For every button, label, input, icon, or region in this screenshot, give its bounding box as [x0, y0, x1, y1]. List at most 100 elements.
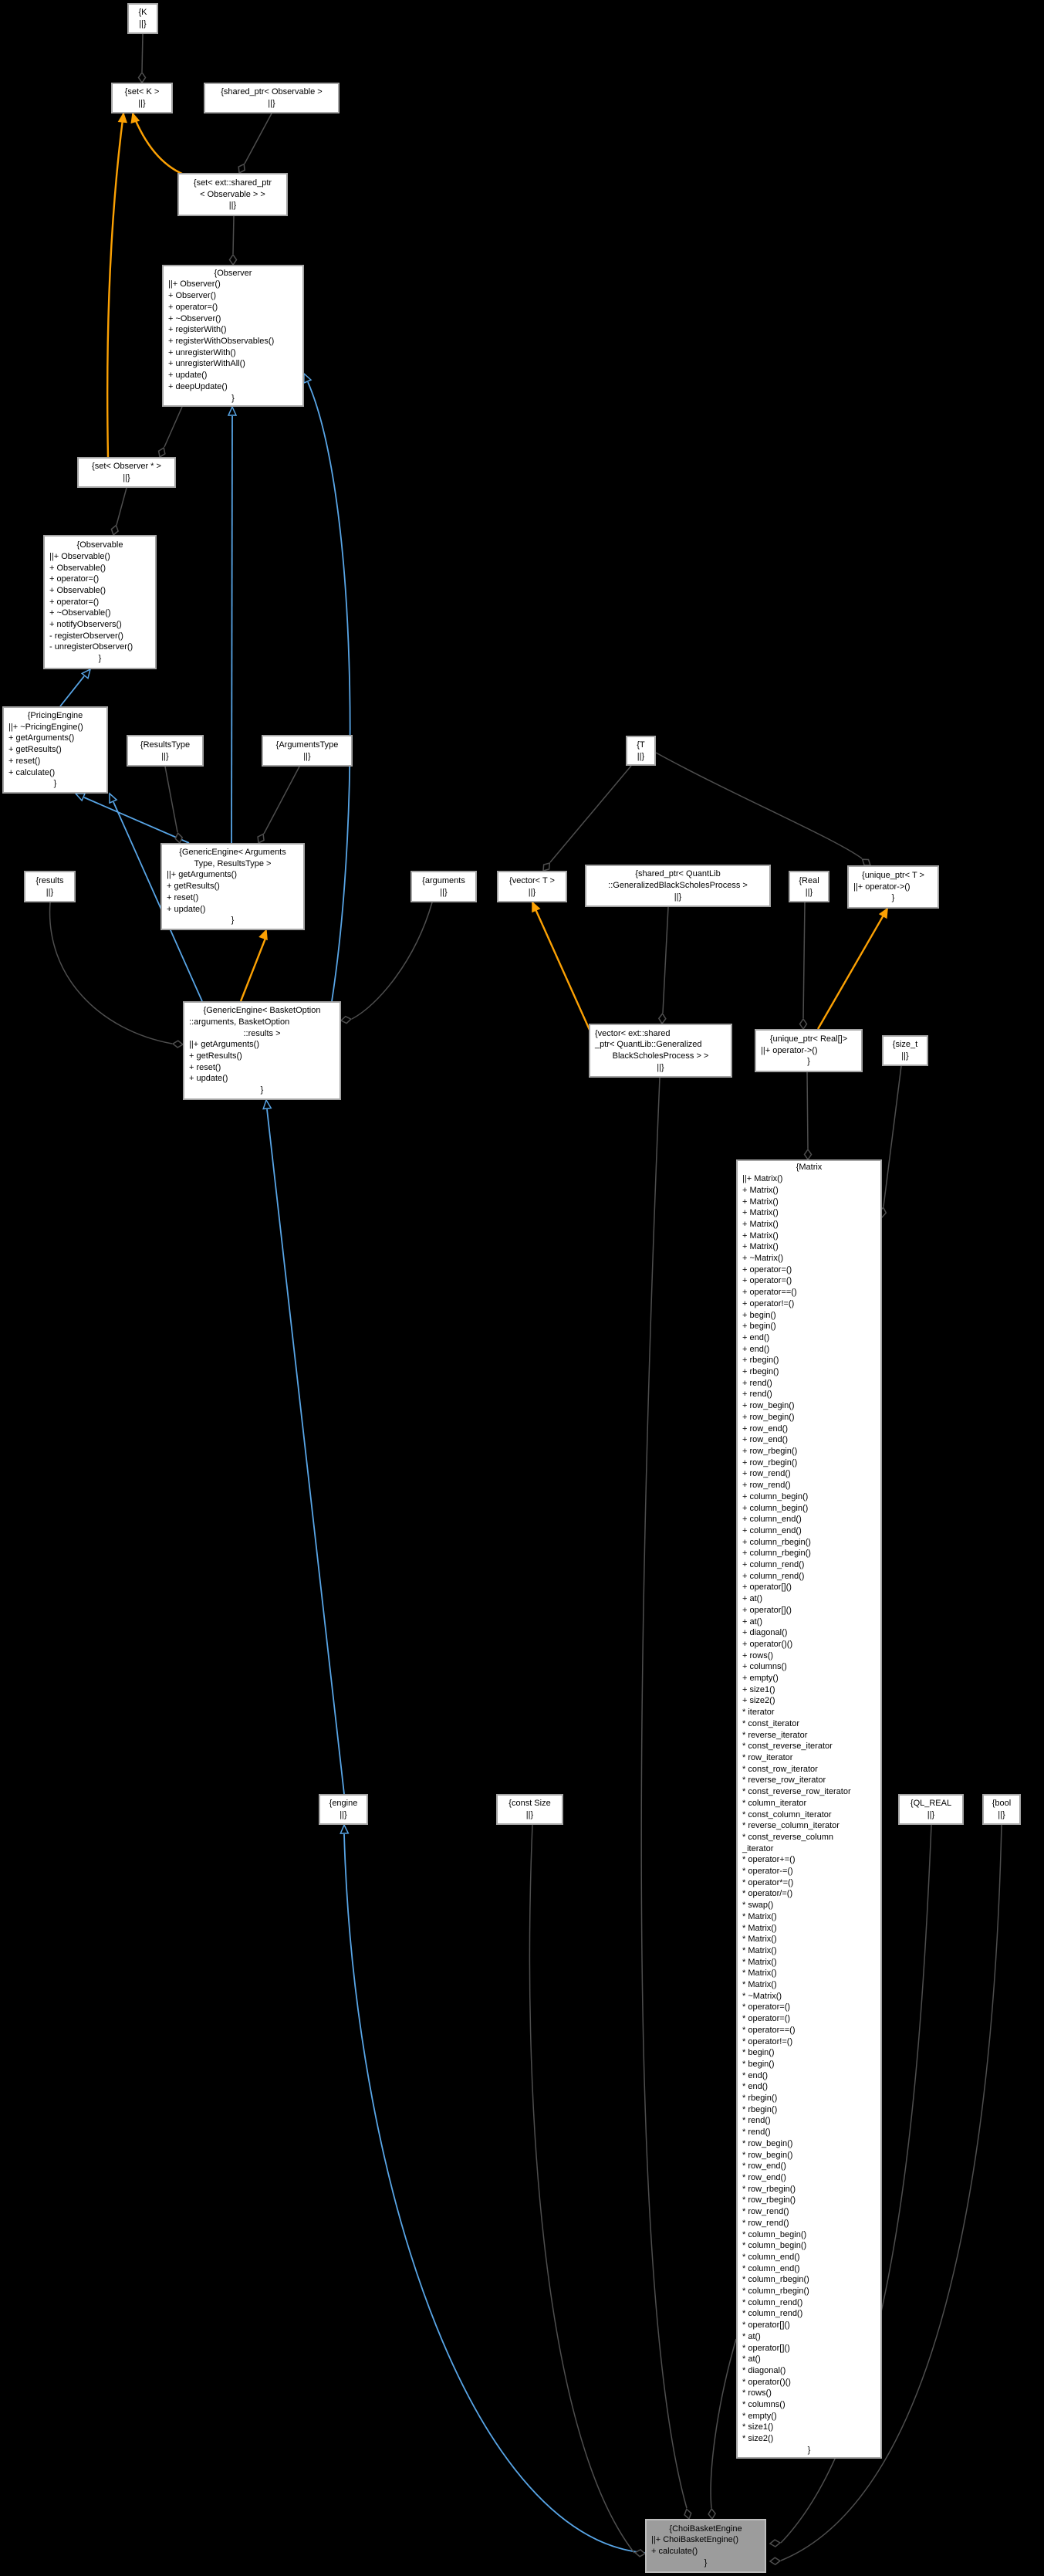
class-node-set-ext-shared-ptr-observable[interactable]: {set< ext::shared_ptr< Observable > >||} — [177, 173, 288, 216]
class-node-matrix-line: + operator=() — [742, 1276, 792, 1286]
class-node-shared-ptr-gbsp-line: ::GeneralizedBlackScholesProcess > — [608, 881, 748, 891]
class-node-observer-line: + Observer() — [168, 291, 217, 301]
class-node-matrix-line: + empty() — [742, 1674, 779, 1684]
class-node-arguments-type[interactable]: {ArgumentsType||} — [262, 735, 353, 767]
class-node-real[interactable]: {Real||} — [789, 871, 829, 902]
aggregation-diamond-icon — [110, 524, 119, 537]
class-node-observable[interactable]: {Observable||+ Observable()+ Observable(… — [43, 535, 157, 669]
class-node-matrix-line: + at() — [742, 1594, 762, 1604]
class-node-observer-line: ||+ Observer() — [168, 279, 221, 289]
class-node-vector-ext-shared-ptr[interactable]: {vector< ext::shared_ptr< QuantLib::Gene… — [589, 1024, 732, 1078]
class-node-matrix[interactable]: {Matrix||+ Matrix()+ Matrix()+ Matrix()+… — [736, 1159, 882, 2459]
class-node-observer-line: + registerWith() — [168, 325, 227, 335]
edge-aggregation-16 — [351, 902, 433, 1020]
aggregation-diamond-icon — [542, 861, 551, 872]
class-node-matrix-line: + row_rbegin() — [742, 1447, 798, 1456]
class-node-bool-line: ||} — [998, 1810, 1005, 1819]
class-node-matrix-line: + column_begin() — [742, 1491, 809, 1501]
class-node-set-observer-ptr[interactable]: {set< Observer * >||} — [77, 457, 176, 488]
class-node-ql-real[interactable]: {QL_REAL||} — [898, 1794, 964, 1825]
edge-aggregation-27 — [529, 1824, 635, 2554]
class-node-matrix-line: + column_end() — [742, 1515, 802, 1525]
edge-inheritance-9 — [83, 797, 190, 844]
class-node-t[interactable]: {T||} — [626, 736, 656, 766]
class-node-generic-engine-basket[interactable]: {GenericEngine< BasketOption::arguments,… — [183, 1001, 341, 1100]
class-node-ql-real-line: {QL_REAL — [910, 1799, 952, 1809]
class-node-matrix-line: + Matrix() — [742, 1208, 779, 1218]
class-node-matrix-line: * rows() — [742, 2388, 772, 2398]
class-node-results-type-line: {ResultsType — [140, 740, 191, 750]
class-node-matrix-line: * row_end() — [742, 2173, 786, 2182]
class-node-unique-ptr-t[interactable]: {unique_ptr< T >||+ operator->()} — [847, 865, 939, 909]
class-node-const-size[interactable]: {const Size||} — [496, 1794, 563, 1825]
class-node-matrix-line: * rend() — [742, 2127, 771, 2138]
class-node-results[interactable]: {results||} — [24, 871, 76, 902]
class-node-matrix-line: + column_rbegin() — [742, 1549, 811, 1559]
class-node-pricing-engine-line: ||+ ~PricingEngine() — [8, 722, 83, 732]
edge-template-6 — [131, 113, 184, 176]
inheritance-arrow-icon — [262, 1098, 272, 1110]
class-node-observable-line: + operator=() — [49, 597, 100, 607]
class-node-set-k[interactable]: {set< K >||} — [111, 83, 173, 113]
edge-aggregation-1 — [244, 113, 272, 164]
aggregation-diamond-icon — [238, 163, 245, 174]
class-node-engine[interactable]: {engine||} — [319, 1794, 368, 1825]
class-node-k[interactable]: {K||} — [127, 3, 158, 34]
class-node-vector-t[interactable]: {vector< T >||} — [497, 871, 567, 902]
class-node-arguments[interactable]: {arguments||} — [411, 871, 477, 902]
class-node-generic-engine-template-line: + getResults() — [167, 882, 220, 892]
class-node-observable-line: {Observable — [76, 540, 123, 550]
edge-aggregation-28 — [640, 1077, 688, 2509]
class-node-observable-line: + Observable() — [49, 585, 106, 595]
class-node-matrix-line: * const_row_iterator — [742, 1764, 818, 1774]
class-node-observer-line: + unregisterWithAll() — [168, 359, 245, 369]
class-node-choi-basket-engine-line: + calculate() — [651, 2547, 698, 2556]
class-node-bool[interactable]: {bool||} — [982, 1794, 1021, 1825]
class-node-set-k-line: ||} — [138, 99, 146, 108]
class-node-matrix-line: * Matrix() — [742, 1968, 777, 1979]
edge-template-20 — [531, 902, 591, 1031]
class-node-generic-engine-basket-line: ::results > — [243, 1028, 281, 1038]
class-node-matrix-line: + row_begin() — [742, 1401, 795, 1411]
class-node-matrix-line: * const_column_iterator — [742, 1809, 832, 1819]
class-node-matrix-line: * column_rbegin() — [742, 2275, 809, 2285]
class-node-matrix-line: + column_end() — [742, 1525, 802, 1535]
class-node-matrix-line: + operator!=() — [742, 1298, 795, 1308]
edge-inheritance-7 — [59, 675, 85, 707]
class-node-matrix-line: + row_rbegin() — [742, 1457, 798, 1467]
class-node-pricing-engine[interactable]: {PricingEngine||+ ~PricingEngine()+ getA… — [2, 706, 108, 794]
class-node-shared-ptr-gbsp[interactable]: {shared_ptr< QuantLib::GeneralizedBlackS… — [585, 865, 771, 907]
class-node-matrix-line: + at() — [742, 1616, 762, 1627]
edge-aggregation-4 — [116, 487, 127, 526]
edge-aggregation-31 — [780, 1824, 1002, 2561]
class-node-shared-ptr-observable-line: ||} — [268, 99, 275, 108]
class-node-matrix-line: + operator()() — [742, 1639, 793, 1649]
class-node-vector-t-line: {vector< T > — [509, 875, 555, 885]
class-node-pricing-engine-line: + reset() — [8, 756, 41, 766]
class-node-observable-line: + operator=() — [49, 574, 100, 584]
class-node-choi-basket-engine[interactable]: {ChoiBasketEngine||+ ChoiBasketEngine()+… — [645, 2519, 766, 2573]
class-node-observer[interactable]: {Observer||+ Observer()+ Observer()+ ope… — [162, 265, 304, 407]
edge-aggregation-13 — [164, 766, 178, 833]
class-node-matrix-line: + rbegin() — [742, 1356, 779, 1366]
class-node-size-t[interactable]: {size_t||} — [882, 1035, 928, 1066]
edge-template-22 — [816, 908, 889, 1030]
inheritance-arrow-icon — [303, 372, 313, 384]
class-node-unique-ptr-real[interactable]: {unique_ptr< Real[]>||+ operator->()} — [755, 1029, 863, 1072]
edge-inheritance-11 — [307, 381, 351, 1002]
class-node-matrix-line: ||+ Matrix() — [742, 1174, 783, 1184]
class-node-matrix-line: + diagonal() — [742, 1628, 788, 1638]
class-node-vector-ext-shared-ptr-line: {vector< ext::shared — [595, 1028, 671, 1038]
class-node-matrix-line: * at() — [742, 2354, 761, 2364]
class-node-results-type[interactable]: {ResultsType||} — [127, 735, 204, 767]
class-node-ql-real-line: ||} — [927, 1810, 935, 1819]
class-node-shared-ptr-observable-line: {shared_ptr< Observable > — [221, 87, 323, 97]
class-node-observer-line: + update() — [168, 371, 208, 381]
class-node-shared-ptr-observable[interactable]: {shared_ptr< Observable > ||} — [204, 83, 340, 113]
edge-inheritance-10 — [113, 801, 203, 1002]
class-node-matrix-line: + rows() — [742, 1650, 774, 1660]
edge-aggregation-24 — [883, 1065, 902, 1207]
class-node-observer-line: + ~Observer() — [168, 313, 221, 323]
class-node-results-type-line: ||} — [161, 751, 169, 761]
